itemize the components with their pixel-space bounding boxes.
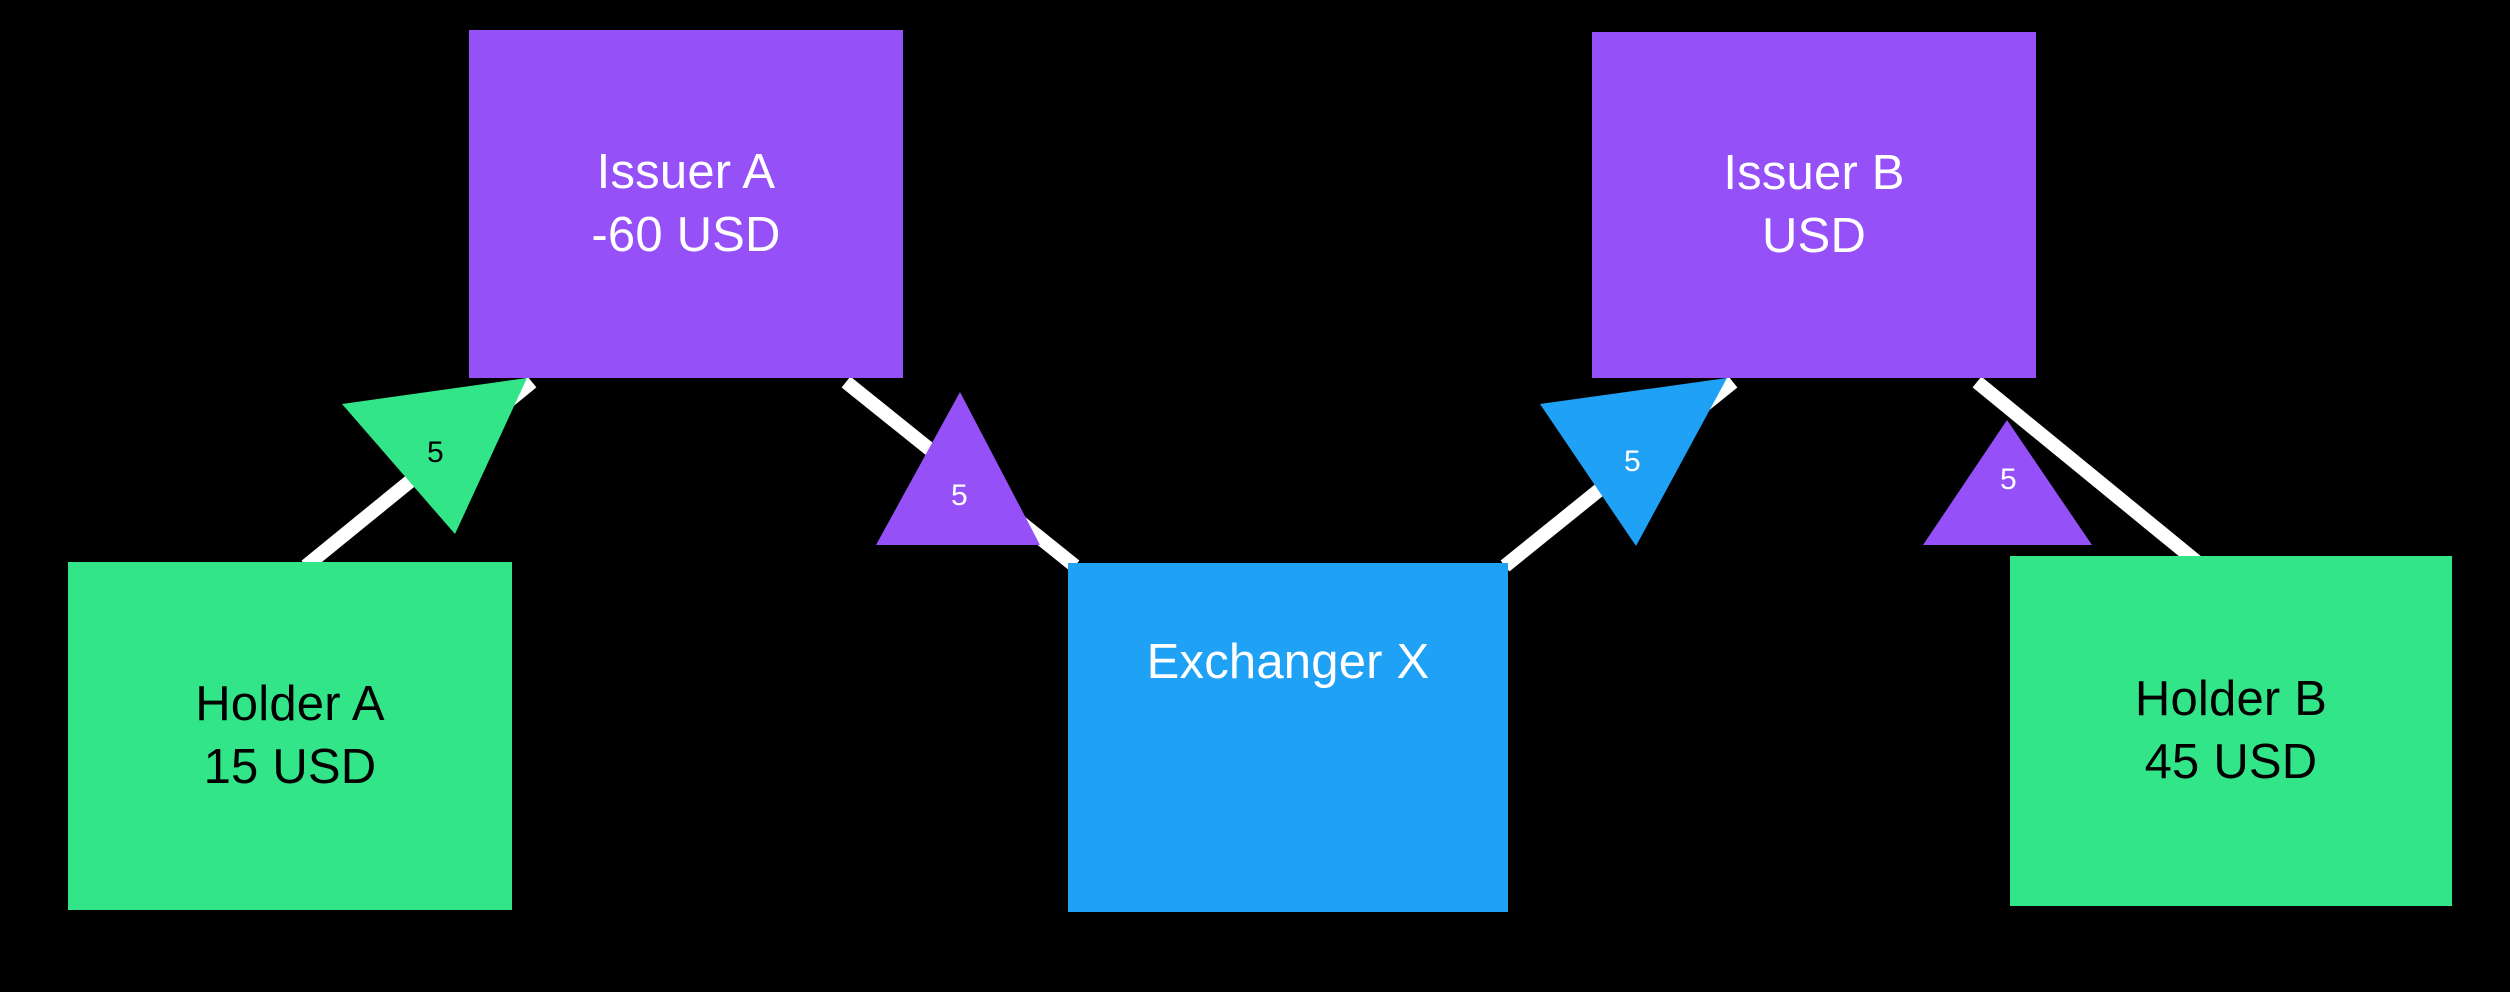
edge-line-issuer-b-to-holder-b bbox=[1972, 376, 2207, 572]
edge-issuer-a-to-exchanger-x[interactable] bbox=[841, 376, 1080, 572]
edge-arrowhead-issuer-a-to-exchanger-x bbox=[876, 392, 1040, 545]
edge-holder-a-to-issuer-a[interactable] bbox=[301, 376, 537, 572]
node-holder-a-balance: 15 USD bbox=[203, 740, 377, 794]
edge-arrowhead-holder-a-to-issuer-a bbox=[342, 378, 527, 534]
node-issuer-a-title: Issuer A bbox=[596, 145, 776, 200]
node-holder-a-title: Holder A bbox=[195, 677, 385, 732]
node-issuer-a[interactable]: Issuer A -60 USD bbox=[469, 30, 903, 378]
node-exchanger-x-title: Exchanger X bbox=[1146, 635, 1430, 689]
edge-arrowhead-exchanger-x-to-issuer-b bbox=[1540, 378, 1727, 546]
edge-issuer-b-to-holder-b[interactable] bbox=[1923, 376, 2207, 572]
edge-exchanger-x-to-issuer-b[interactable] bbox=[1500, 376, 1738, 572]
node-holder-b[interactable]: Holder B 45 USD bbox=[2010, 556, 2452, 906]
node-exchanger-x[interactable]: Exchanger X bbox=[1068, 563, 1508, 912]
node-issuer-a-balance: -60 USD bbox=[591, 208, 781, 262]
node-issuer-b[interactable]: Issuer B USD bbox=[1592, 32, 2036, 378]
node-holder-b-balance: 45 USD bbox=[2144, 735, 2318, 789]
edge-arrowhead-issuer-b-to-holder-b bbox=[1923, 420, 2092, 545]
node-holder-b-title: Holder B bbox=[2134, 672, 2328, 727]
node-holder-a[interactable]: Holder A 15 USD bbox=[68, 562, 512, 910]
node-issuer-b-balance: USD bbox=[1761, 209, 1867, 263]
node-issuer-b-title: Issuer B bbox=[1723, 146, 1905, 201]
